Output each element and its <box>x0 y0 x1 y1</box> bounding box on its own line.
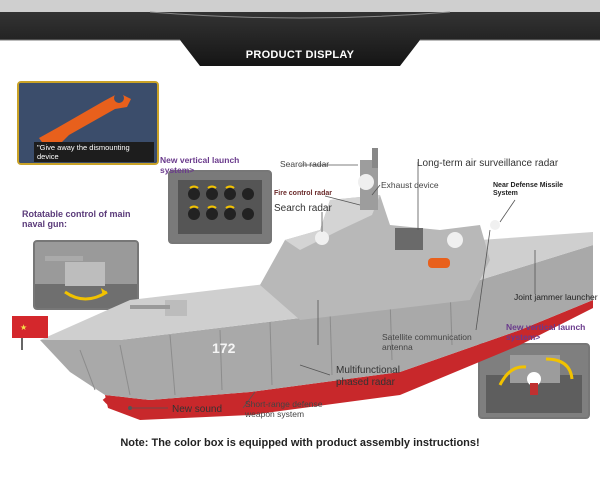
label-fire-control-radar: Fire control radar <box>274 190 332 197</box>
main-gun-inset <box>33 240 139 310</box>
label-new-sound: New sound <box>172 404 223 415</box>
label-exhaust-device: Exhaust device <box>381 180 439 190</box>
svg-text:★: ★ <box>20 323 27 332</box>
label-search-radar: Search radar <box>274 203 332 214</box>
main-gun-image <box>35 242 137 308</box>
label-short-range-defense: Short-range defense weapon system <box>245 399 323 419</box>
label-multifunctional-radar: Multifunctional phased radar <box>336 365 400 388</box>
label-new-vertical-launch-right: New vertical launch system> <box>506 322 586 342</box>
vertical-launch-inset <box>168 170 272 244</box>
vertical-launch-open-inset <box>478 343 590 419</box>
dismount-tool-caption: "Give away the dismounting device <box>34 142 154 162</box>
vertical-launch-open-image <box>480 345 588 417</box>
label-long-term-radar: Long-term air surveillance radar <box>417 158 559 169</box>
hull-number: 172 <box>212 340 236 356</box>
assembly-note: Note: The color box is equipped with pro… <box>120 437 480 449</box>
label-search-radar-top: Search radar <box>280 159 330 169</box>
header-banner <box>0 0 600 66</box>
label-joint-jammer: Joint jammer launcher <box>514 292 598 302</box>
label-near-defense-missile: Near Defense Missile System <box>493 182 564 198</box>
label-new-vertical-launch-top: New vertical launch system> <box>160 155 240 175</box>
label-rotatable-gun: Rotatable control of main naval gun: <box>22 209 131 230</box>
vertical-launch-image <box>170 172 270 242</box>
label-satellite-antenna: Satellite communication antenna <box>382 332 472 352</box>
page-title: PRODUCT DISPLAY <box>245 49 355 61</box>
